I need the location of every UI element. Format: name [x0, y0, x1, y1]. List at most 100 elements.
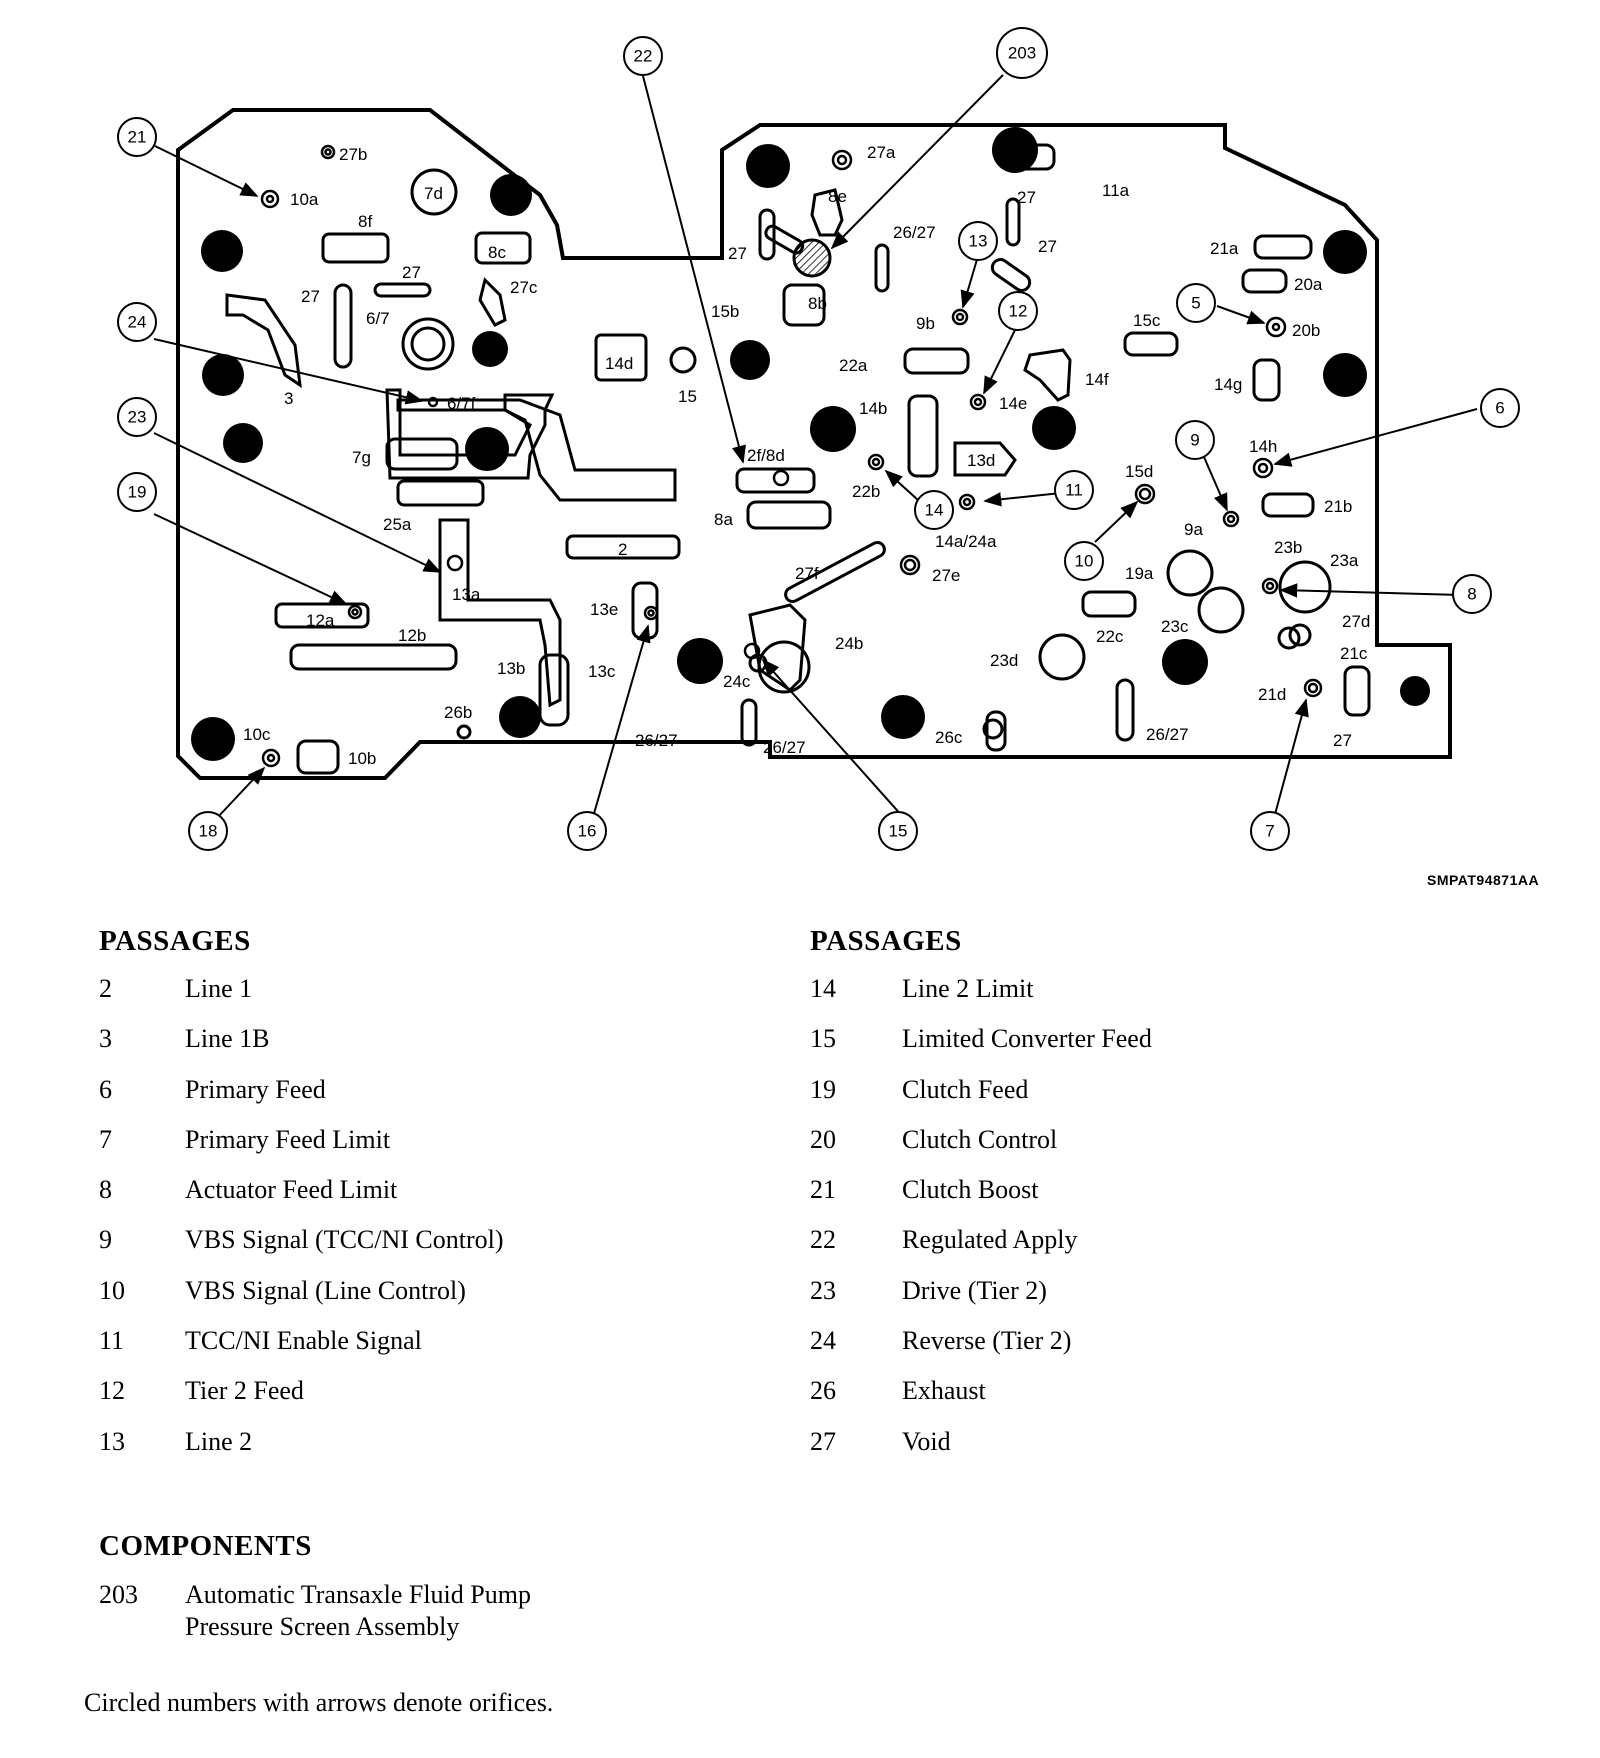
label-20b: 20b	[1292, 321, 1320, 340]
label-14f: 14f	[1085, 370, 1109, 389]
passage-name: Regulated Apply	[902, 1225, 1078, 1255]
passages-heading: PASSAGES	[99, 925, 251, 957]
label-22b: 22b	[852, 482, 880, 501]
passage-number: 21	[810, 1175, 836, 1205]
label-10c: 10c	[243, 725, 271, 744]
passage-number: 7	[99, 1124, 112, 1154]
label-11a: 11a	[1102, 181, 1130, 200]
label-8c: 8c	[488, 243, 506, 262]
passage-name: Line 2	[185, 1426, 253, 1456]
label-2f-8d: 2f/8d	[747, 446, 785, 465]
orifices	[260, 144, 1323, 768]
passage-number: 22	[810, 1225, 836, 1255]
label-27d: 27d	[1342, 612, 1370, 631]
label-27: 27	[301, 287, 320, 306]
passage-slots	[274, 143, 1371, 775]
callout-7: 7	[1265, 822, 1274, 841]
label-22c: 22c	[1096, 627, 1124, 646]
label-8f: 8f	[358, 212, 372, 231]
label-14e: 14e	[999, 394, 1027, 413]
label-23c: 23c	[1161, 617, 1189, 636]
component-name-line2: Pressure Screen Assembly	[185, 1612, 460, 1641]
passage-name: TCC/NI Enable Signal	[185, 1326, 422, 1356]
label-6-7: 6/7	[366, 309, 390, 328]
figure-code: SMPAT94871AA	[1427, 872, 1540, 888]
label-25a: 25a	[383, 515, 412, 534]
label-15c: 15c	[1133, 311, 1161, 330]
label-9a: 9a	[1184, 520, 1203, 539]
passage-number: 15	[810, 1024, 836, 1054]
label-27e: 27e	[932, 566, 960, 585]
label-13c: 13c	[588, 662, 616, 681]
passage-number: 6	[99, 1074, 112, 1104]
label-27a: 27a	[867, 143, 896, 162]
passage-name: Limited Converter Feed	[902, 1024, 1152, 1054]
label-14b: 14b	[859, 399, 887, 418]
passage-name: VBS Signal (TCC/NI Control)	[185, 1225, 504, 1255]
passage-name: Reverse (Tier 2)	[902, 1326, 1072, 1356]
callout-22: 22	[634, 47, 653, 66]
legend-row: 15 Limited Converter Feed	[810, 1024, 1152, 1074]
passage-name: Void	[902, 1426, 951, 1456]
passage-number: 14	[810, 974, 836, 1003]
callout-6: 6	[1495, 399, 1504, 418]
label-27: 27	[1333, 731, 1352, 750]
callout-13: 13	[969, 232, 988, 251]
callout-18: 18	[199, 822, 218, 841]
label-10a: 10a	[290, 190, 319, 209]
label-14d: 14d	[605, 354, 633, 373]
label-27: 27	[1017, 188, 1036, 207]
label-12a: 12a	[306, 611, 335, 630]
label-26-27: 26/27	[893, 223, 936, 242]
label-13e: 13e	[590, 600, 618, 619]
passage-number: 23	[810, 1275, 836, 1305]
label-2: 2	[618, 540, 627, 559]
component-name: Automatic Transaxle Fluid Pump Pressure …	[185, 1579, 605, 1643]
label-14a-24a: 14a/24a	[935, 532, 997, 551]
callout-numbers: 22 203 21 24 23 19 13 12 5 6 9 11 14 10 …	[128, 44, 1505, 841]
passage-labels: 27b 10a 7d 8f 8c 27 27c 27 6/7 3 6/7f 14…	[243, 143, 1370, 768]
label-13b: 13b	[497, 659, 525, 678]
label-27: 27	[1038, 237, 1057, 256]
label-15d: 15d	[1125, 462, 1153, 481]
component-number: 203	[99, 1580, 138, 1609]
callout-203: 203	[1008, 44, 1036, 63]
passage-number: 3	[99, 1024, 112, 1054]
label-20a: 20a	[1294, 275, 1323, 294]
label-26-27: 26/27	[763, 738, 806, 757]
passage-number: 13	[99, 1426, 125, 1456]
label-7d: 7d	[424, 184, 443, 203]
label-14g: 14g	[1214, 375, 1242, 394]
passage-name: Line 1B	[185, 1024, 270, 1054]
passage-number: 11	[99, 1326, 125, 1356]
plate-outline	[176, 108, 1452, 780]
callout-8: 8	[1467, 585, 1476, 604]
callout-23: 23	[128, 408, 147, 427]
component-name-line1: Automatic Transaxle Fluid Pump	[185, 1580, 531, 1609]
passage-name: Clutch Control	[902, 1124, 1058, 1154]
label-27c: 27c	[510, 278, 538, 297]
legend-row: 11 TCC/NI Enable Signal	[99, 1326, 504, 1376]
components-heading: COMPONENTS	[99, 1530, 312, 1562]
orifice-note: Circled numbers with arrows denote orifi…	[84, 1688, 554, 1717]
label-23d: 23d	[990, 651, 1018, 670]
legend-row: 3 Line 1B	[99, 1024, 504, 1074]
label-27b: 27b	[339, 145, 367, 164]
legend-row: 22 Regulated Apply	[810, 1225, 1152, 1275]
label-27f: 27f	[795, 564, 819, 583]
bolt-holes	[191, 127, 1430, 761]
callout-arrows	[153, 74, 1478, 819]
passage-number: 19	[810, 1074, 836, 1104]
label-26c: 26c	[935, 728, 963, 747]
